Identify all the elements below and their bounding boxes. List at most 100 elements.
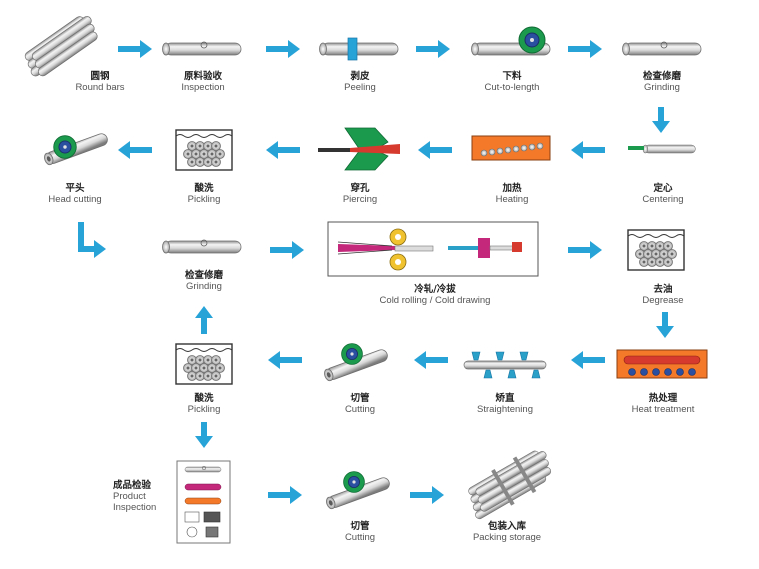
arrow-right-icon	[410, 486, 444, 504]
arrow-right-icon	[118, 40, 152, 58]
pipe-peeling-icon	[319, 37, 399, 61]
step-label-zh: 切管	[350, 393, 370, 404]
step-piercing: 穿孔 Piercing	[300, 183, 420, 206]
step-cold-rolling-drawing: 冷轧/冷拔 Cold rolling / Cold drawing	[360, 284, 510, 307]
step-label-zh: 圆钢	[90, 71, 110, 82]
step-label-zh: 加热	[502, 183, 522, 194]
step-label-en: Degrease	[642, 294, 684, 306]
step-label-en: Grinding	[186, 280, 222, 292]
step-label-en: Centering	[642, 193, 684, 205]
step-label-en: Packing storage	[472, 531, 542, 543]
arrow-up-icon	[195, 306, 213, 334]
step-label-zh: 剥皮	[350, 71, 370, 82]
step-label-zh: 定心	[653, 183, 673, 194]
step-inspection: 原料验收 Inspection	[143, 71, 263, 94]
step-label-zh: 去油	[653, 284, 673, 295]
step-label-en: Heat treatment	[631, 403, 695, 415]
step-label-en: Pickling	[187, 193, 221, 205]
step-label-zh: 矫直	[495, 393, 515, 404]
arrow-left-icon	[571, 351, 605, 369]
arrow-left-icon	[418, 141, 452, 159]
arrow-right-icon	[416, 40, 450, 58]
straightening-rollers-icon	[463, 351, 547, 379]
arrow-left-icon	[414, 351, 448, 369]
step-label-en: Pickling	[187, 403, 221, 415]
pipe-centering-icon	[628, 144, 696, 154]
arrow-right-icon	[568, 40, 602, 58]
step-straightening: 矫直 Straightening	[445, 393, 565, 416]
step-cutting: 切管 Cutting	[300, 393, 420, 416]
step-heat-treatment: 热处理 Heat treatment	[603, 393, 723, 416]
step-cut-to-length: 下料 Cut-to-length	[452, 71, 572, 94]
step-head-cutting: 平头 Head cutting	[15, 183, 135, 206]
pipe-icon	[162, 240, 242, 254]
arrow-right-icon	[268, 486, 302, 504]
step-heating: 加热 Heating	[452, 183, 572, 206]
packing-bundle-icon	[468, 450, 552, 520]
pipe-saw-icon	[324, 471, 392, 510]
piercing-mill-icon	[318, 127, 400, 171]
flow-arrows	[78, 40, 674, 504]
cold-rolling-drawing-icon	[327, 221, 539, 277]
step-cutting: 切管 Cutting	[300, 521, 420, 544]
pipe-icon	[622, 42, 702, 56]
step-label-en: Cold rolling / Cold drawing	[379, 294, 491, 306]
inspection-mark-icon	[200, 239, 208, 247]
step-label-en: Round bars	[75, 81, 125, 93]
step-label-en: Head cutting	[48, 193, 102, 205]
step-label-en: Cutting	[344, 403, 376, 415]
step-label-zh: 切管	[350, 521, 370, 532]
step-label-zh: 检查修磨	[184, 270, 223, 281]
step-label-zh: 原料验收	[183, 71, 222, 82]
step-pickling: 酸洗 Pickling	[144, 393, 264, 416]
heating-furnace-icon	[471, 135, 551, 161]
arrow-down-icon	[195, 422, 213, 448]
arrow-right-icon	[568, 241, 602, 259]
step-label-en: Cut-to-length	[484, 81, 540, 93]
arrow-left-icon	[118, 141, 152, 159]
step-grinding: 检查修磨 Grinding	[144, 270, 264, 293]
step-product-inspection: 成品检验 Product Inspection	[113, 480, 193, 514]
step-packing-storage: 包装入库 Packing storage	[447, 521, 567, 544]
arrow-left-icon	[571, 141, 605, 159]
step-label-zh: 酸洗	[194, 183, 214, 194]
product-inspection-icon	[176, 460, 231, 544]
arrow-elbow-icon	[78, 222, 106, 258]
step-label-zh: 成品检验	[113, 480, 152, 491]
step-grinding: 检查修磨 Grinding	[602, 71, 722, 94]
step-degrease: 去油 Degrease	[603, 284, 723, 307]
step-label-zh: 酸洗	[194, 393, 214, 404]
pickling-tank-icon	[175, 343, 233, 385]
heat-treatment-furnace-icon	[616, 349, 708, 379]
step-label-zh: 穿孔	[350, 183, 370, 194]
round-bars-bundle-icon	[24, 16, 98, 77]
arrow-left-icon	[268, 351, 302, 369]
arrow-right-icon	[266, 40, 300, 58]
step-peeling: 剥皮 Peeling	[300, 71, 420, 94]
step-label-en: Piercing	[342, 193, 378, 205]
pipe-saw-icon	[322, 343, 390, 382]
arrow-left-icon	[266, 141, 300, 159]
step-label-en: Inspection	[181, 81, 225, 93]
pipe-icon	[162, 42, 242, 56]
step-label-zh: 检查修磨	[642, 71, 681, 82]
pipe-saw-icon	[471, 26, 551, 56]
step-label-en: Straightening	[477, 403, 533, 415]
inspection-mark-icon	[660, 41, 668, 49]
step-label-zh: 平头	[65, 183, 85, 194]
degrease-tank-icon	[627, 229, 685, 271]
step-round-bars: 圆钢 Round bars	[40, 71, 160, 94]
arrow-down-icon	[652, 107, 670, 133]
step-label-zh: 冷轧/冷拔	[414, 284, 456, 295]
inspection-mark-icon	[200, 41, 208, 49]
step-label-en: Heating	[495, 193, 529, 205]
step-pickling: 酸洗 Pickling	[144, 183, 264, 206]
step-label-zh: 热处理	[648, 393, 678, 404]
step-centering: 定心 Centering	[603, 183, 723, 206]
step-label-en: Product Inspection	[113, 490, 157, 513]
step-label-en: Grinding	[644, 81, 680, 93]
pickling-tank-icon	[175, 129, 233, 171]
arrow-right-icon	[270, 241, 304, 259]
step-label-zh: 下料	[502, 71, 522, 82]
